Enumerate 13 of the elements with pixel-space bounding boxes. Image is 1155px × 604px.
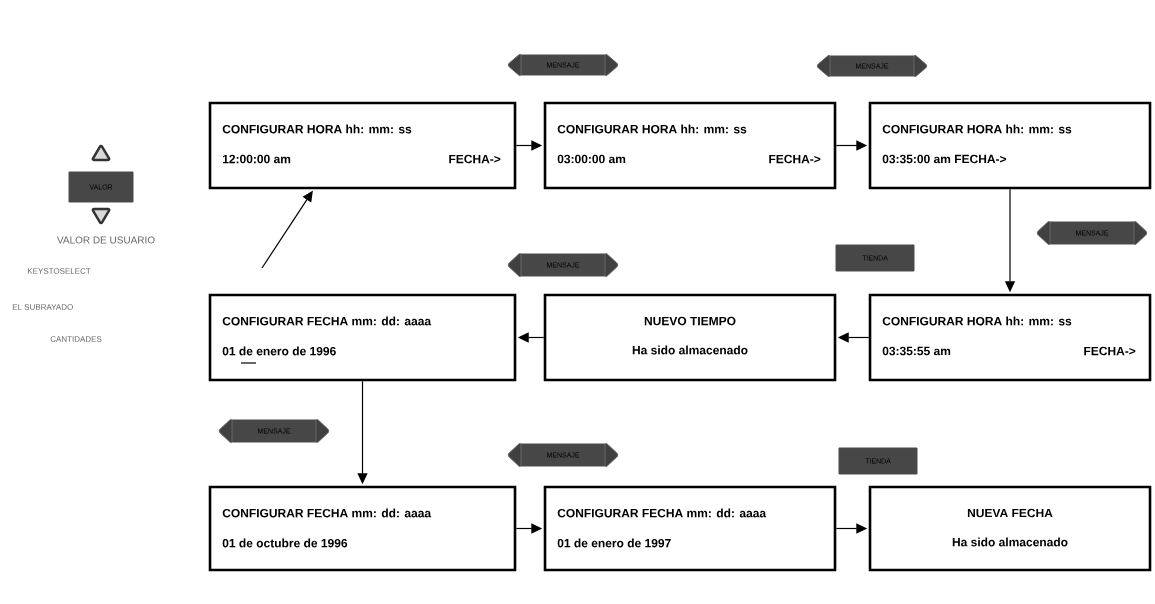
annotation-text: EL SUBRAYADO	[12, 304, 73, 310]
display-box: CONFIGURAR FECHA mm: dd: aaaa 01 de octubre de 1996	[208, 485, 517, 572]
display-box: CONFIGURAR HORA hh: mm: ss 03:35:00 am FECHA->	[868, 101, 1152, 190]
display-box: CONFIGURAR HORA hh: mm: ss 03:00:00 am FECHA->	[543, 101, 837, 190]
display-box: CONFIGURAR HORA hh: mm: ss 03:35:55 am FECHA->	[868, 293, 1152, 382]
display-box: CONFIGURAR FECHA mm: dd: aaaa 01 de enero de 1996	[208, 293, 517, 382]
annotation-text: CANTIDADES	[50, 336, 102, 342]
annotation-text: VALOR DE USUARIO	[57, 236, 155, 244]
display-box: NUEVO TIEMPO Ha sido almacenado	[543, 293, 837, 382]
display-box: CONFIGURAR HORA hh: mm: ss 12:00:00 am FECHA->	[208, 101, 517, 190]
annotation-text: KEYSTOSELECT	[27, 268, 91, 274]
display-box: CONFIGURAR FECHA mm: dd: aaaa 01 de enero de 1997	[543, 485, 837, 572]
display-box: NUEVA FECHA Ha sido almacenado	[868, 485, 1152, 572]
